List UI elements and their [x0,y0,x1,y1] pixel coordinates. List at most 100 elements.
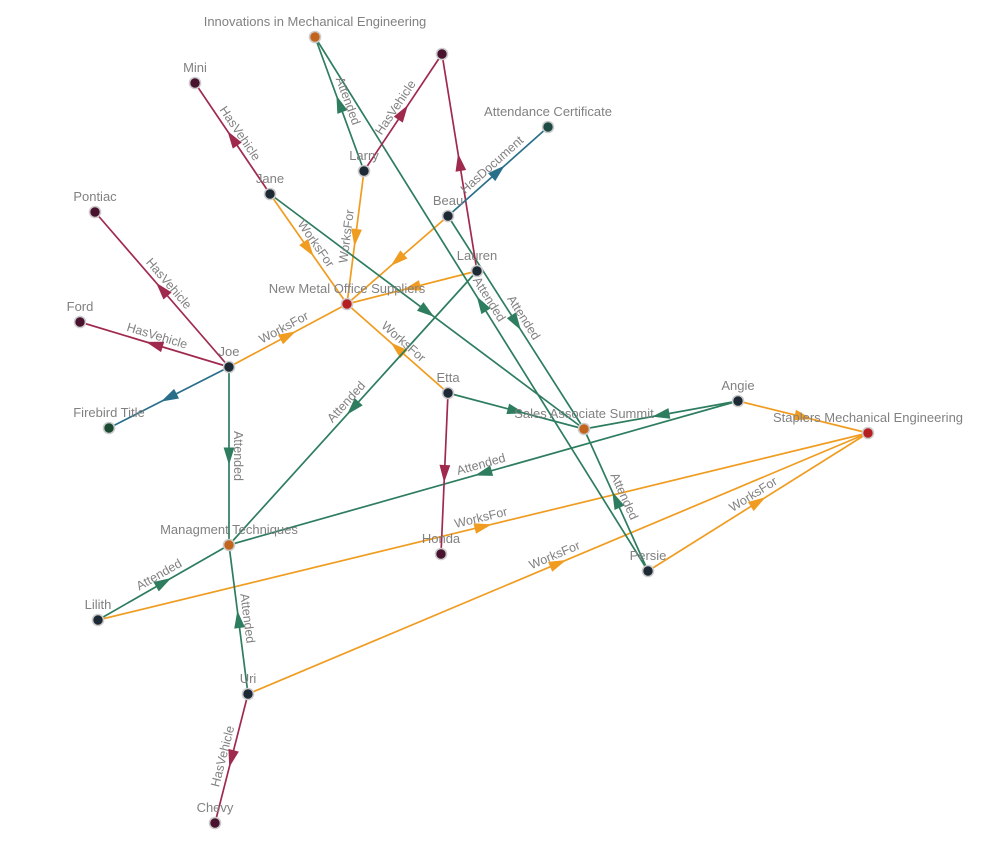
arrowhead-icon [473,523,492,534]
arrowhead-icon [403,280,422,291]
arrowhead-icon [652,408,671,419]
node-label-uri: Uri [240,671,257,686]
edge-label-worksfor: WorksFor [379,319,429,365]
arrowhead-icon [416,302,435,317]
arrowhead-icon [612,491,625,510]
node-label-lilith: Lilith [85,597,112,612]
node-mini[interactable] [188,76,202,90]
node-ford[interactable] [73,315,87,329]
edge-angie-mgmt [228,400,739,546]
arrowhead-icon [476,296,491,315]
arrowhead-icon [227,131,242,149]
edge-lauren-vehicle-x [441,53,478,272]
arrowhead-icon [393,105,408,123]
edge-etta-honda [439,392,451,555]
arrowhead-icon [234,610,245,629]
node-label-firebird-title: Firebird Title [73,405,145,420]
arrowhead-icon [145,341,165,353]
node-attendance-certificate[interactable] [541,120,555,134]
node-angie[interactable] [731,394,745,408]
node-layer [73,30,875,830]
edge-lauren-new-metal [346,270,478,305]
node-label-new-metal: New Metal Office Suppliers [269,281,426,296]
edge-label-attended: Attended [237,593,257,644]
node-lauren[interactable] [470,264,484,278]
node-firebird-title[interactable] [102,421,116,435]
node-mgmt[interactable] [222,538,236,552]
edge-angie-staplers [737,400,869,434]
node-etta[interactable] [441,386,455,400]
node-label-joe: Joe [219,344,240,359]
node-label-honda: Honda [422,531,461,546]
edge-larry-new-metal [346,170,365,305]
edge-persie-summit [583,428,649,572]
node-label-etta: Etta [436,370,460,385]
edge-uri-staplers [247,432,869,695]
node-label-attendance-certificate: Attendance Certificate [484,104,612,119]
edge-label-attended: Attended [324,379,368,426]
node-honda[interactable] [434,547,448,561]
edge-label-hasvehicle: HasVehicle [143,255,195,312]
node-label-larry: Larry [349,148,379,163]
edge-label-worksfor: WorksFor [295,218,337,270]
node-larry[interactable] [357,164,371,178]
arrowhead-icon [474,465,494,476]
edge-larry-vehicle-x [363,53,443,172]
edge-label-worksfor: WorksFor [336,209,357,264]
node-innovations[interactable] [308,30,322,44]
edge-label-hasvehicle: HasVehicle [217,104,264,164]
node-label-angie: Angie [721,378,754,393]
arrowhead-icon [351,228,362,247]
edge-beau-attendance-certificate [447,126,549,217]
arrowhead-icon [488,165,505,182]
node-lilith[interactable] [91,613,105,627]
node-summit[interactable] [577,422,591,436]
edge-uri-mgmt [228,544,249,695]
node-persie[interactable] [641,564,655,578]
edge-joe-ford [79,321,230,368]
node-beau[interactable] [441,209,455,223]
node-label-mini: Mini [183,60,207,75]
node-label-pontiac: Pontiac [73,189,117,204]
edge-etta-summit [447,392,585,430]
arrowhead-icon [390,342,408,359]
node-label-chevy: Chevy [197,800,234,815]
node-new-metal[interactable] [340,297,354,311]
edge-jane-new-metal [269,193,348,305]
edge-layer [79,36,869,824]
edge-jane-summit [269,193,585,430]
node-vehicle-x[interactable] [435,47,449,61]
arrowhead-icon [506,312,521,331]
arrowhead-icon [506,403,525,415]
arrowhead-icon [793,409,812,421]
arrowhead-icon [228,748,239,768]
arrowhead-icon [160,388,180,402]
edge-joe-mgmt [223,367,235,545]
node-pontiac[interactable] [88,205,102,219]
node-staplers[interactable] [861,426,875,440]
node-label-jane: Jane [256,171,284,186]
node-jane[interactable] [263,187,277,201]
node-joe[interactable] [222,360,236,374]
node-label-persie: Persie [630,548,667,563]
arrowhead-icon [277,331,296,345]
arrowhead-icon [223,447,235,465]
arrowhead-icon [548,560,567,572]
edge-jane-mini [194,82,271,195]
edge-uri-chevy [214,693,249,824]
edge-larry-innovations [314,36,365,172]
arrowhead-icon [336,95,348,114]
edge-angie-summit [583,400,739,430]
edge-label-hasdocument: HasDocument [458,133,527,196]
arrowhead-icon [156,282,172,300]
node-label-staplers: Staplers Mechanical Engineering [773,410,963,425]
node-chevy[interactable] [208,816,222,830]
edge-joe-pontiac [94,211,230,368]
edge-persie-staplers [647,432,869,572]
edge-label-hasvehicle: HasVehicle [372,78,418,138]
node-uri[interactable] [241,687,255,701]
edge-etta-new-metal [346,303,449,394]
